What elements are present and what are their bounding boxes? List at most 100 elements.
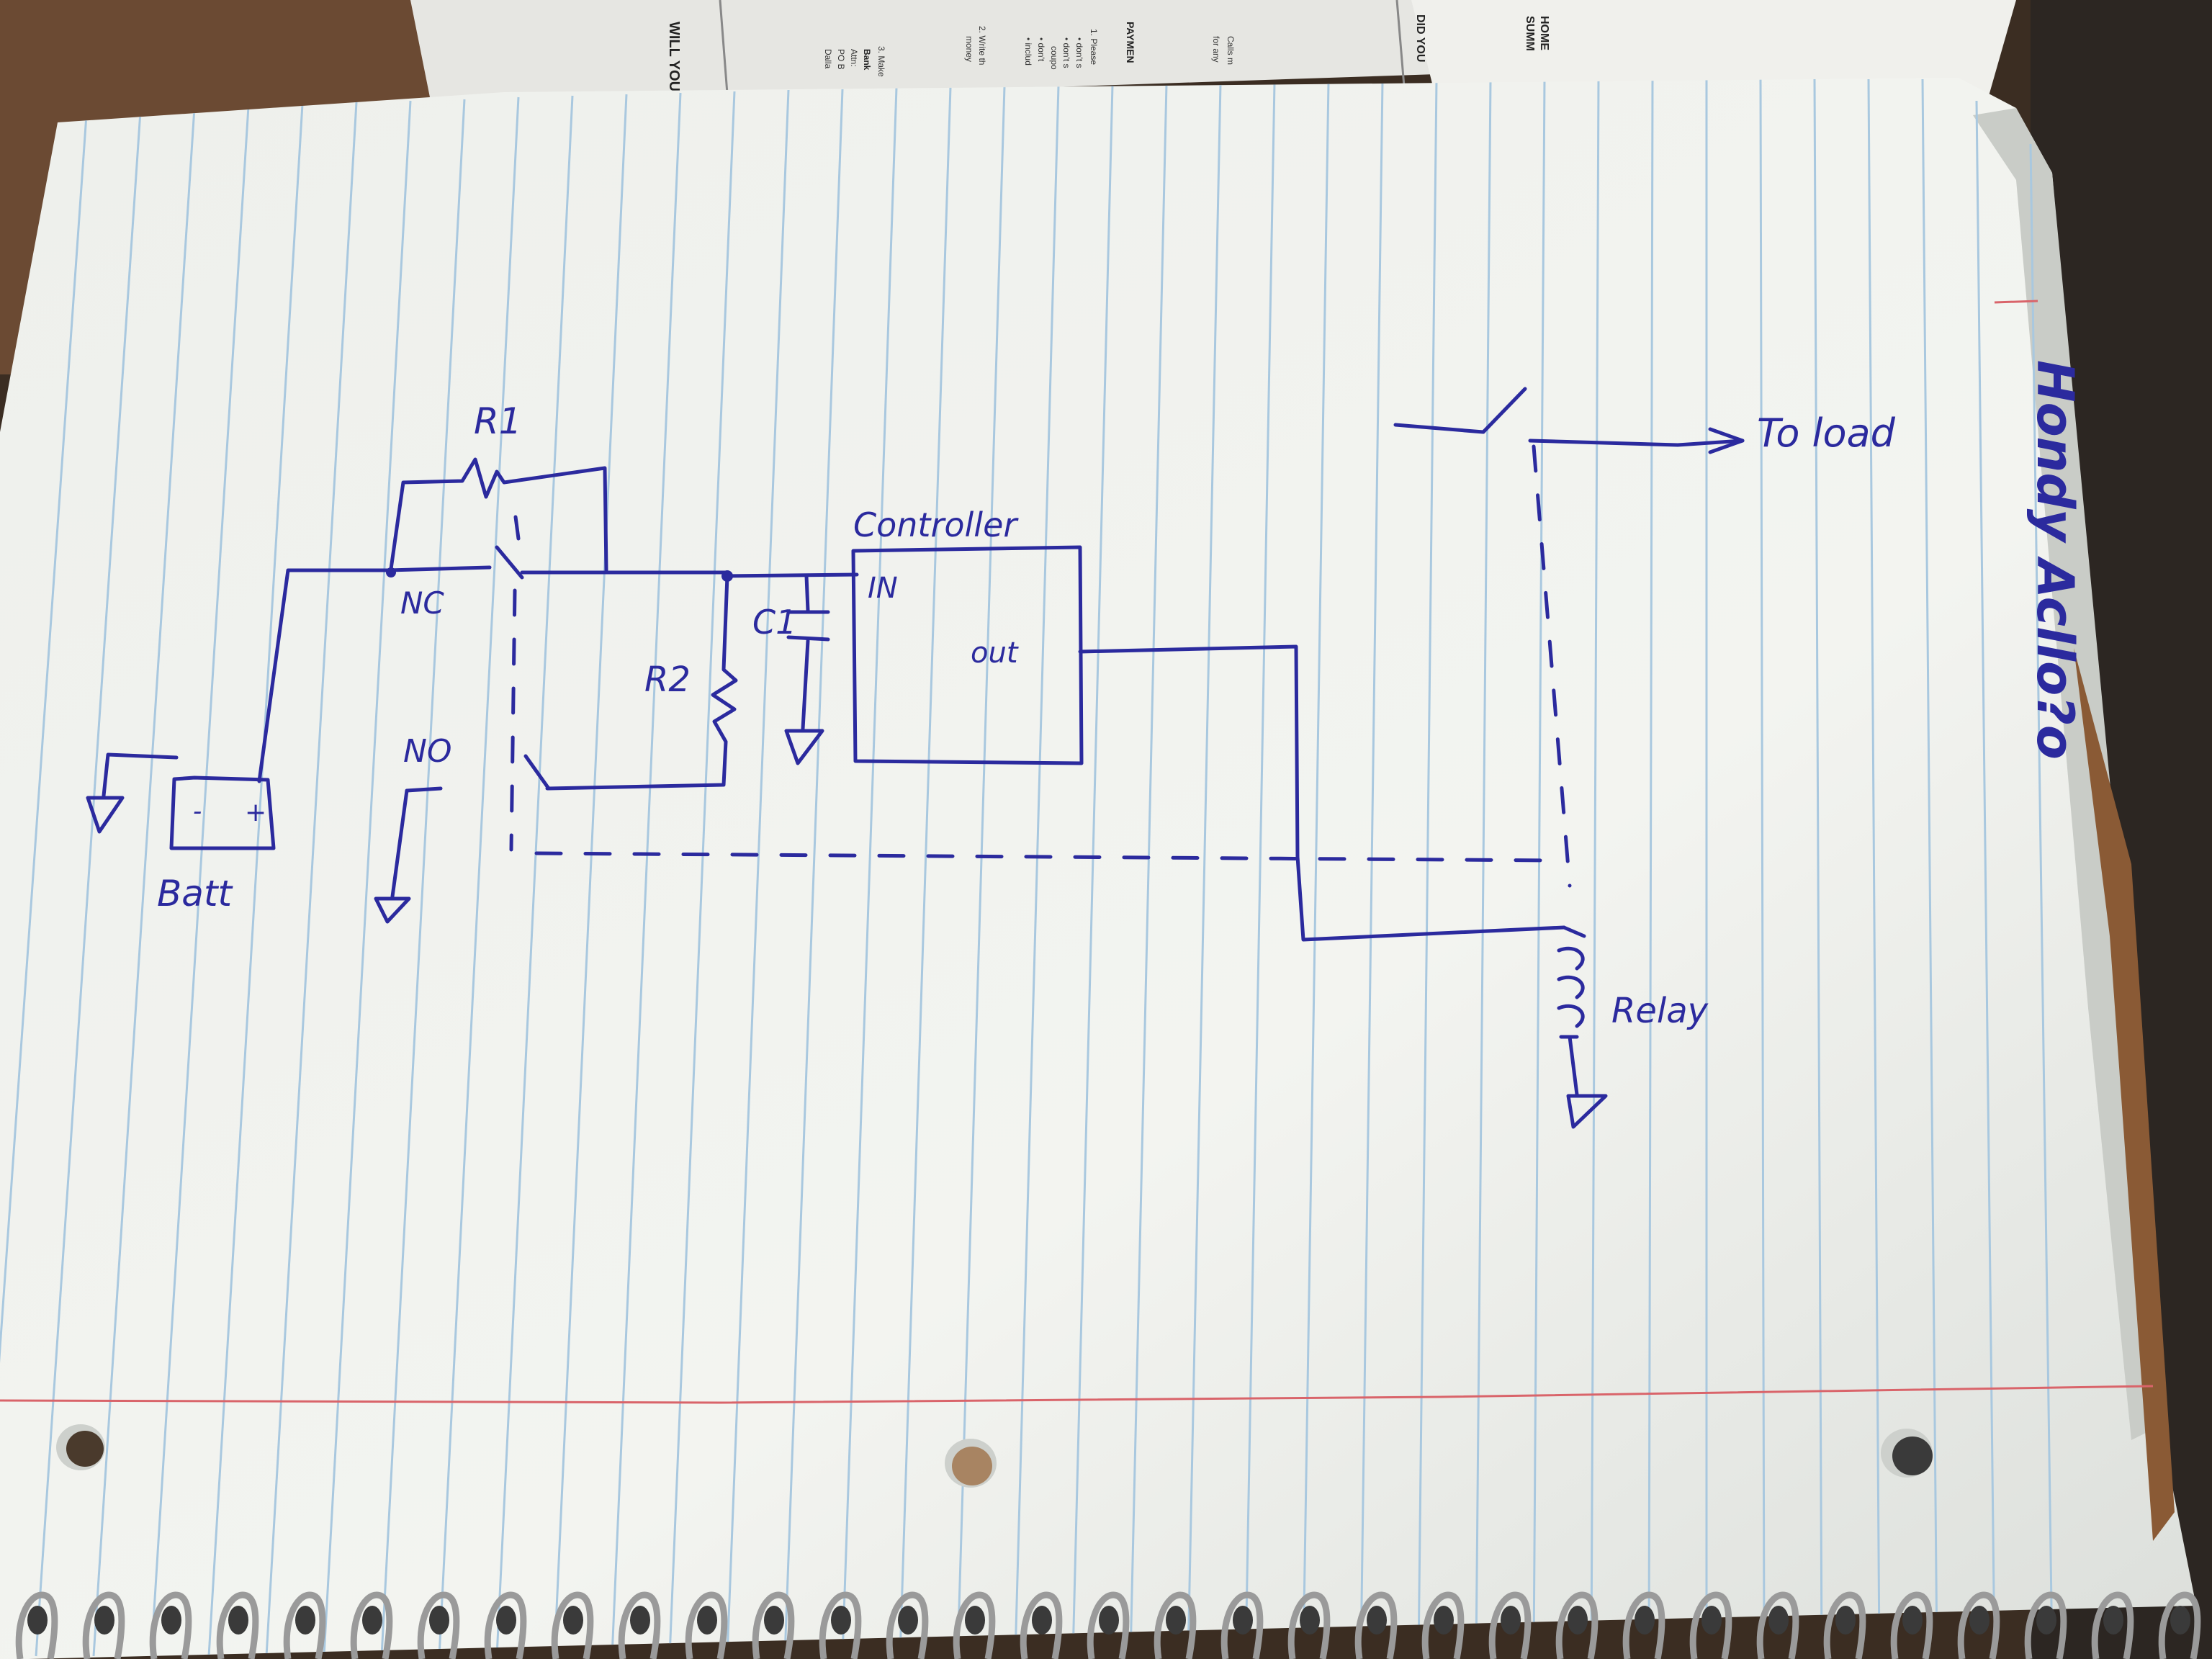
wire-c1-ground: [801, 639, 810, 731]
spiral-ring: [2024, 1591, 2067, 1659]
spiral-hole: [764, 1606, 784, 1635]
controller-box: [851, 545, 1084, 765]
wire-coil-ground: [1568, 1035, 1579, 1097]
page-curl-shadow: [1973, 108, 2160, 1440]
r1-label: R1: [474, 400, 522, 442]
spiral-hole: [1835, 1606, 1856, 1635]
wire-to-controller: [725, 572, 859, 578]
resistor-r1: [389, 457, 608, 572]
spiral-hole: [1300, 1606, 1320, 1635]
switch-blade-upper: [495, 545, 524, 580]
spiral-ring: [350, 1591, 393, 1659]
spiral-hole: [1969, 1606, 1990, 1635]
sheet1-line-2: • don't s: [1074, 37, 1084, 68]
spiral-ring: [685, 1591, 728, 1659]
spiral-hole: [496, 1606, 516, 1635]
side-note: Hondy Acllo?o: [2026, 360, 2085, 760]
sheet1-text: PAYMEN: [1125, 22, 1136, 63]
nc-label: NC: [400, 585, 444, 621]
spiral-ring: [1622, 1591, 1665, 1659]
spiral-ring: [1287, 1591, 1331, 1659]
battery-box: [169, 775, 276, 850]
ground-relay-icon: [1566, 1094, 1608, 1129]
spiral-hole: [831, 1606, 851, 1635]
spiral-hole: [1768, 1606, 1789, 1635]
wire-out-to-relay: [1078, 644, 1566, 942]
spiral-ring: [1689, 1591, 1732, 1659]
spiral-hole: [2036, 1606, 2056, 1635]
margin-line: [0, 1385, 2154, 1404]
battery-plus-label: +: [245, 798, 266, 827]
spiral-hole: [429, 1606, 449, 1635]
battery-label: Batt: [157, 873, 234, 914]
spiral-hole: [2103, 1606, 2123, 1635]
spiral-ring: [149, 1591, 192, 1659]
spiral-ring: [417, 1591, 460, 1659]
spiral-hole: [161, 1606, 181, 1635]
spiral-ring: [82, 1591, 125, 1659]
sheet2-line-1: HOME: [1538, 16, 1550, 50]
controller-in-label: IN: [868, 572, 898, 605]
spiral-hole: [94, 1606, 114, 1635]
spiral-hole: [697, 1606, 717, 1635]
spiral-ring: [953, 1591, 996, 1659]
switch-blade-lower: [523, 754, 551, 791]
output-switch: [1393, 387, 1527, 434]
sheet1-line-11: Attn:: [849, 49, 859, 67]
sheet1-line-0: PAYMEN: [1125, 22, 1136, 63]
sheet1-rotated-lines: 1. Please • don't s • don't s coupo • do…: [823, 26, 1099, 77]
sheet1-line-9: 3. Make: [876, 46, 886, 77]
sheet2-rotated-lines: DID YOU HOME SUMM Calls m for any: [1211, 14, 1550, 65]
ground-no-icon: [374, 896, 411, 924]
sheet1-line-3: • don't s: [1061, 37, 1071, 68]
punch-hole-1-inner: [66, 1431, 104, 1467]
spiral-ring: [1354, 1591, 1398, 1659]
sheet2-line-3: Calls m: [1226, 36, 1236, 65]
spiral-hole: [563, 1606, 583, 1635]
wire-nc: [387, 565, 492, 572]
switch-contact-upper: [513, 515, 521, 541]
arrow-to-load-icon: [1708, 427, 1745, 454]
spiral-hole: [2170, 1606, 2190, 1635]
to-load-label: To load: [1757, 410, 1896, 456]
spiral-ring: [1555, 1591, 1599, 1659]
spiral-ring: [1890, 1591, 1933, 1659]
no-label: NO: [403, 733, 452, 770]
document-crease-2: [1395, 0, 1406, 87]
ground-batt-icon: [86, 796, 125, 834]
spiral-hole: [898, 1606, 918, 1635]
spiral-ring: [2091, 1591, 2134, 1659]
wire-no-ground: [390, 786, 443, 899]
spiral-ring: [551, 1591, 594, 1659]
spiral-hole: [1635, 1606, 1655, 1635]
cap-plate-2: [786, 635, 830, 642]
spiral-ring: [1957, 1591, 2000, 1659]
sheet1-line-8: money: [964, 36, 974, 62]
sheet2-line-2: SUMM: [1524, 16, 1536, 51]
spiral-hole: [27, 1606, 48, 1635]
sheet1-line-5: • don't: [1036, 37, 1046, 62]
resistor-r2: [545, 574, 738, 791]
spiral-hole: [1434, 1606, 1454, 1635]
battery-minus-label: -: [193, 797, 202, 826]
sheet1-line-13: Dalla: [823, 49, 833, 69]
sheet1-line-4: coupo: [1049, 46, 1059, 70]
spiral-hole: [1166, 1606, 1186, 1635]
spiral-ring: [1756, 1591, 1799, 1659]
c1-label: C1: [752, 603, 796, 642]
sheet1-line-1: 1. Please: [1089, 29, 1099, 65]
wire-c1-top: [804, 574, 810, 613]
wire-batt-ground: [102, 752, 179, 798]
spiral-ring: [1087, 1591, 1130, 1659]
sheet1-line-7: 2. Write th: [977, 26, 987, 65]
spiral-ring: [618, 1591, 661, 1659]
wire-batt-top: [257, 568, 391, 783]
spiral-hole: [1501, 1606, 1521, 1635]
spiral-ring: [1220, 1591, 1264, 1659]
document-stack: [410, 0, 1714, 108]
spiral-ring: [484, 1591, 527, 1659]
linkage-switch-vertical: [509, 588, 517, 852]
spiral-hole: [295, 1606, 315, 1635]
spiral-hole: [965, 1606, 985, 1635]
spiral-hole: [1032, 1606, 1052, 1635]
